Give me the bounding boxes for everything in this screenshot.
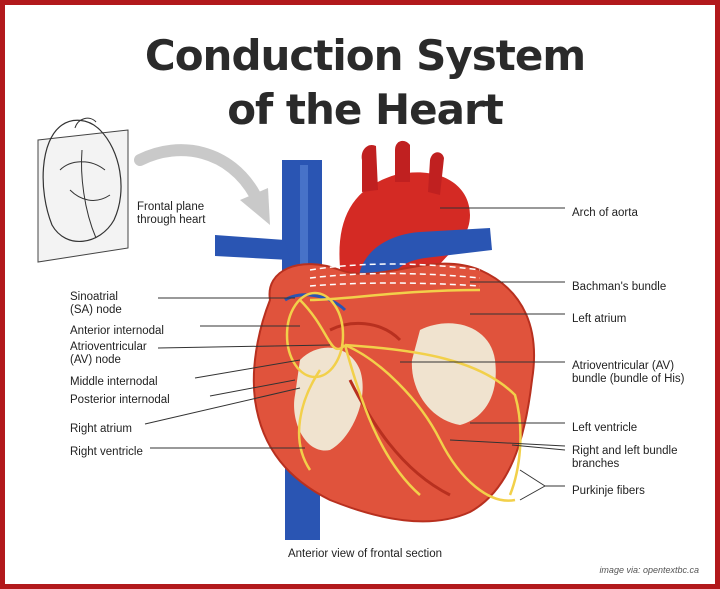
heart-muscle <box>252 262 536 523</box>
label-bachmans-bundle: Bachman's bundle <box>572 281 667 293</box>
inset-label: Frontal plane through heart <box>137 201 206 226</box>
pulmonary-trunk <box>215 228 492 300</box>
label-sa-node: Sinoatrial (SA) node <box>70 291 122 316</box>
conduction-pathways <box>285 288 522 502</box>
diagram-caption: Anterior view of frontal section <box>287 548 443 560</box>
title-line-1: Conduction System <box>144 31 586 80</box>
leader-lines <box>144 207 566 501</box>
label-left-ventricle: Left ventricle <box>572 422 638 434</box>
title-line-2: of the Heart <box>227 85 504 134</box>
frontal-plane-inset <box>37 117 129 263</box>
label-anterior-internodal: Anterior internodal <box>70 325 164 337</box>
label-purkinje-fibers: Purkinje fibers <box>572 485 645 497</box>
label-av-bundle: Atrioventricular (AV) bundle (bundle of … <box>572 360 685 385</box>
label-right-atrium: Right atrium <box>70 423 132 435</box>
label-right-ventricle: Right ventricle <box>70 446 143 458</box>
label-middle-internodal: Middle internodal <box>70 376 158 388</box>
image-credit: image via: opentextbc.ca <box>599 565 699 575</box>
heart-diagram <box>37 117 566 540</box>
label-bundle-branches: Right and left bundle branches <box>572 445 678 470</box>
label-arch-of-aorta: Arch of aorta <box>572 207 638 219</box>
label-av-node: Atrioventricular (AV) node <box>70 341 147 366</box>
label-left-atrium: Left atrium <box>572 313 627 325</box>
label-posterior-internodal: Posterior internodal <box>70 394 170 406</box>
bachmans-bundle-lines <box>309 263 481 287</box>
plane-arrow <box>134 144 270 225</box>
